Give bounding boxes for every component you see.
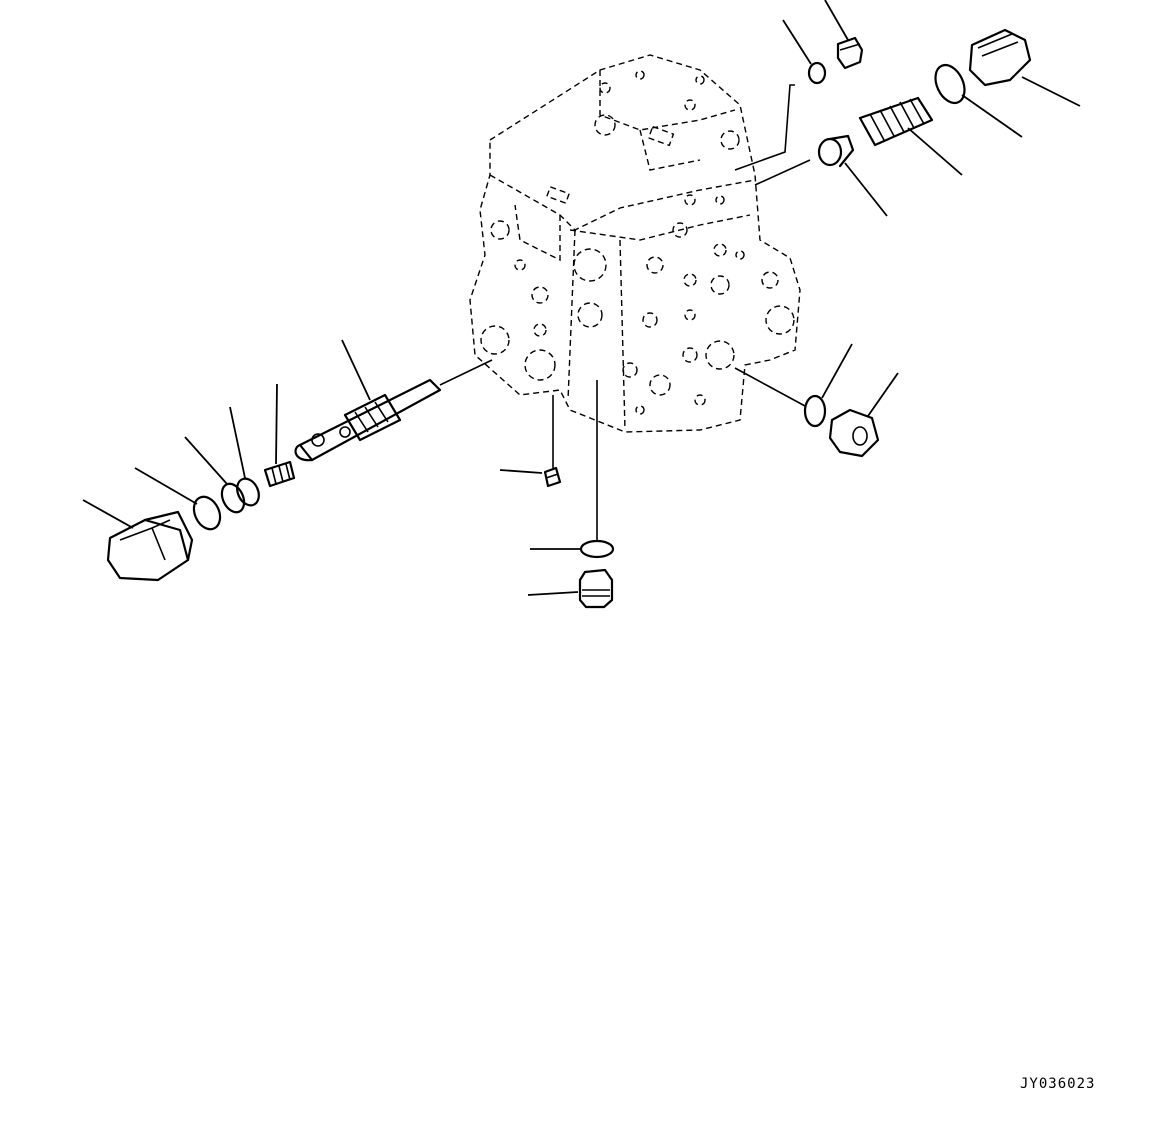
o-ring-center xyxy=(579,539,615,559)
drawing-code-label: JY036023 xyxy=(1020,1076,1096,1092)
valve-body xyxy=(469,54,801,433)
large-spring xyxy=(858,96,934,147)
o-ring-right-upper xyxy=(934,63,966,105)
plug-center xyxy=(578,568,614,609)
spool xyxy=(294,378,442,462)
plug-right-lower xyxy=(828,408,880,458)
plug-left xyxy=(106,510,194,582)
small-plug-center xyxy=(543,466,562,488)
seat xyxy=(817,134,855,168)
o-rings-left xyxy=(192,477,260,531)
small-spring xyxy=(263,460,296,488)
plug-right-upper xyxy=(968,28,1032,87)
o-ring-top-small xyxy=(807,61,827,85)
o-ring-right-lower xyxy=(803,394,827,428)
small-plug-top xyxy=(836,36,864,70)
leader-lines xyxy=(82,0,1081,596)
